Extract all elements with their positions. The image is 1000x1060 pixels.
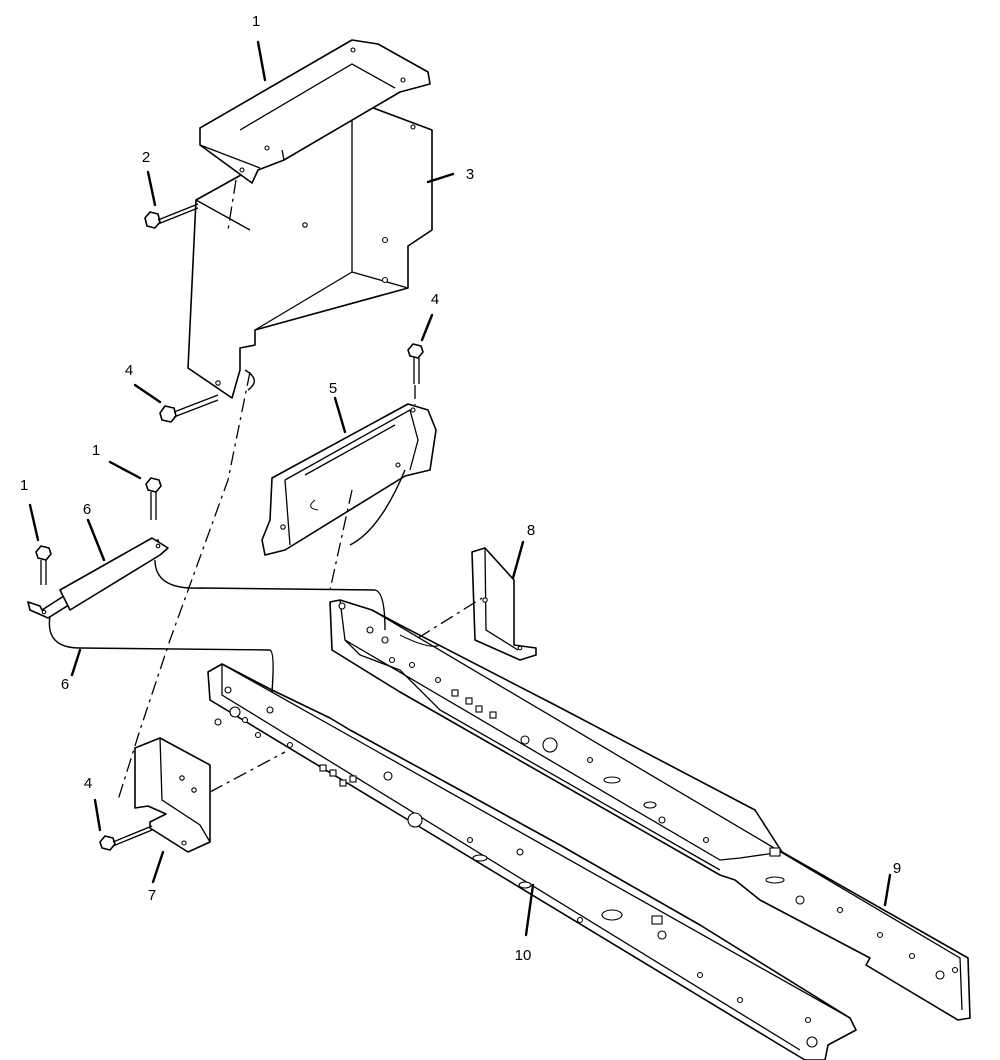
callout-1-mid: 1: [91, 442, 101, 459]
part-8-bracket: [471, 547, 537, 661]
bolt-4-lower: [99, 825, 153, 851]
callout-3: 3: [465, 166, 475, 183]
callout-4-lower: 4: [83, 775, 93, 792]
callout-9: 9: [892, 860, 902, 877]
callout-8: 8: [526, 522, 536, 539]
callout-4-upper-left: 4: [124, 362, 134, 379]
leader-1-top: [256, 40, 267, 82]
bolt-1-left: [35, 545, 52, 585]
bolt-2: [144, 203, 199, 229]
callout-1-top: 1: [251, 13, 261, 30]
part-9-rail: [329, 599, 971, 1021]
callout-10: 10: [514, 947, 532, 964]
callout-6-bottom: 6: [60, 676, 70, 693]
part-7-bracket: [134, 737, 211, 853]
bolt-4-upper-left: [159, 394, 219, 423]
callout-4-upper-right: 4: [430, 291, 440, 308]
callout-2: 2: [141, 149, 151, 166]
part-1-top-bracket: [199, 39, 431, 184]
part-5-bracket: [261, 403, 437, 556]
callout-7: 7: [147, 887, 157, 904]
part-6-strap: [27, 537, 169, 619]
bolt-1-mid: [145, 477, 162, 520]
callout-5: 5: [328, 380, 338, 397]
callout-6-top: 6: [82, 501, 92, 518]
part-10-rail: [207, 663, 857, 1060]
callout-1-left: 1: [19, 477, 29, 494]
bolt-4-upper-right: [407, 343, 424, 384]
